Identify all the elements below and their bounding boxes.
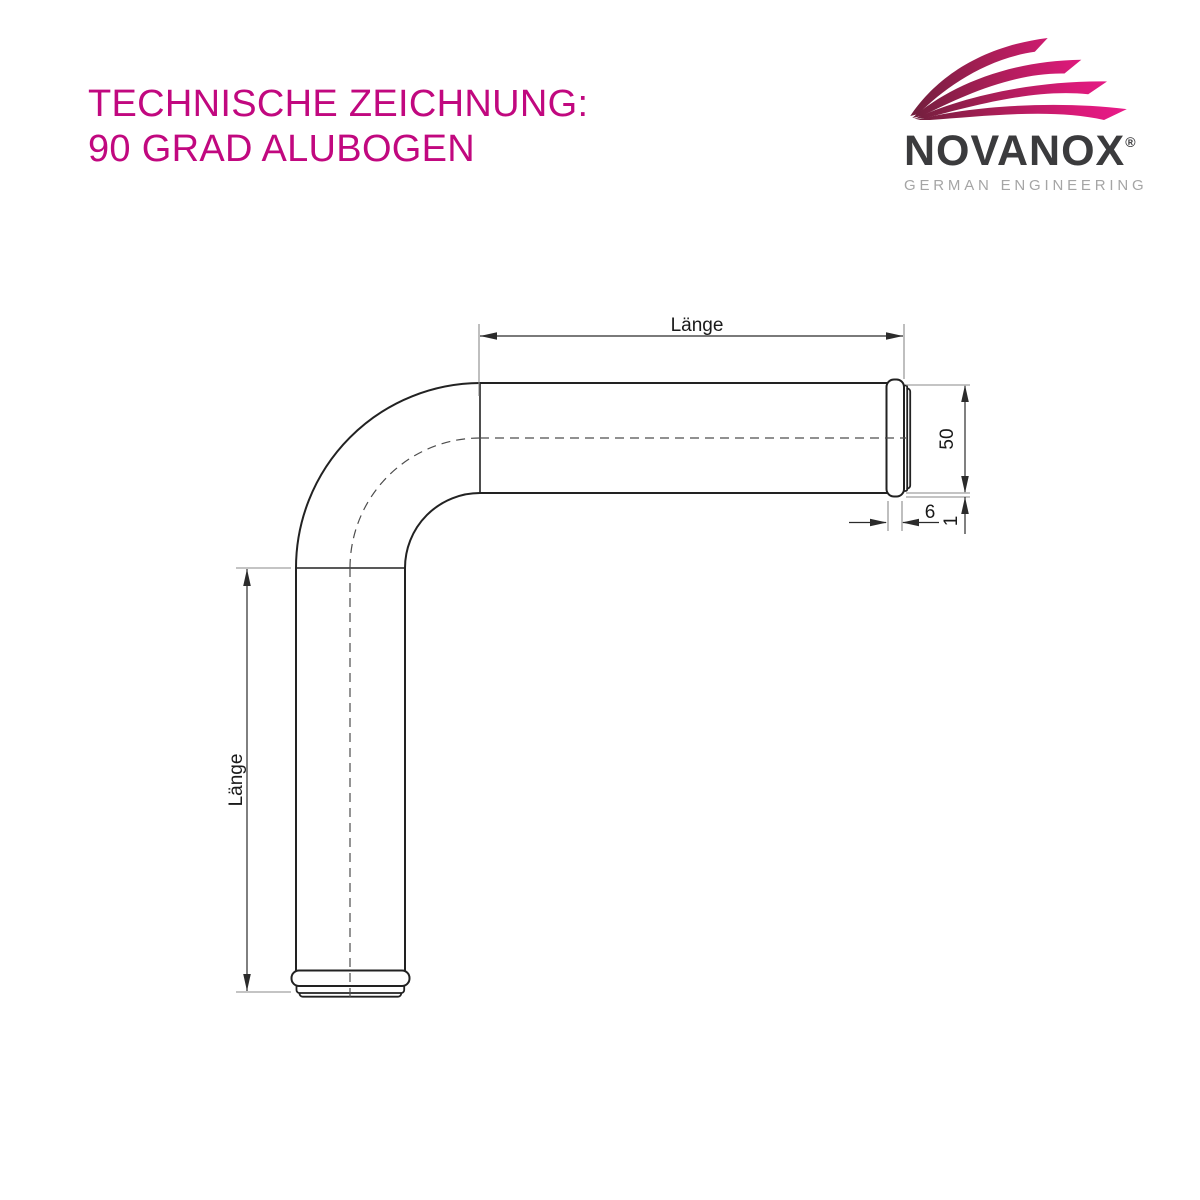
arrow-down-icon: [243, 974, 251, 991]
title-line-1: TECHNISCHE ZEICHNUNG:: [88, 83, 589, 125]
extension-lines: [236, 324, 970, 993]
dimension-length-horizontal: Länge: [480, 315, 903, 340]
brand-tagline: GERMAN ENGINEERING: [904, 177, 1148, 194]
dimension-bead-height: 1: [941, 497, 969, 534]
arrow-right-icon: [886, 332, 903, 340]
page-title: TECHNISCHE ZEICHNUNG: 90 GRAD ALUBOGEN: [88, 82, 588, 172]
dimension-bead-width: 6: [849, 502, 939, 527]
arrow-up-icon: [961, 385, 969, 402]
arrow-left-icon: [902, 518, 919, 527]
arrow-up-icon: [961, 497, 969, 514]
tube-outer-edge: [295, 382, 888, 972]
swoosh-stripe-4: [916, 104, 1127, 120]
end-lip-right-outer: [906, 387, 912, 490]
swoosh-stripe-2: [912, 59, 1082, 119]
dimension-length-vertical: Länge: [226, 569, 251, 991]
brand-name: NOVANOX: [904, 127, 1126, 175]
title-line-2: 90 GRAD ALUBOGEN: [88, 128, 476, 170]
registered-trademark: ®: [1125, 134, 1136, 150]
centerline-arc: [349, 437, 481, 569]
dim-label-diameter: 50: [937, 428, 958, 449]
brand-name-row: NOVANOX®: [904, 122, 1140, 173]
swoosh-stripe-3: [914, 81, 1108, 120]
dim-label-bead-height: 1: [941, 516, 962, 527]
end-lip-right-inner: [903, 384, 909, 492]
swoosh-stripe-1: [910, 37, 1048, 117]
logo-swoosh-icon: [910, 37, 1127, 120]
arrow-up-icon: [243, 569, 251, 586]
centerline: [349, 437, 906, 1000]
arrow-right-icon: [870, 518, 887, 527]
dim-label-bead-width: 6: [925, 502, 936, 523]
arrow-down-icon: [961, 476, 969, 493]
dimension-outer-diameter: 50: [937, 385, 969, 493]
arrow-left-icon: [480, 332, 497, 340]
tube-inner-edge: [404, 492, 888, 972]
dim-label-length-vertical: Länge: [226, 754, 247, 807]
tube-outline: [295, 382, 888, 972]
brand-logo: NOVANOX® GERMAN ENGINEERING: [904, 33, 1148, 194]
dim-label-length-horizontal: Länge: [671, 315, 724, 336]
tube-junction-lines: [296, 383, 481, 569]
